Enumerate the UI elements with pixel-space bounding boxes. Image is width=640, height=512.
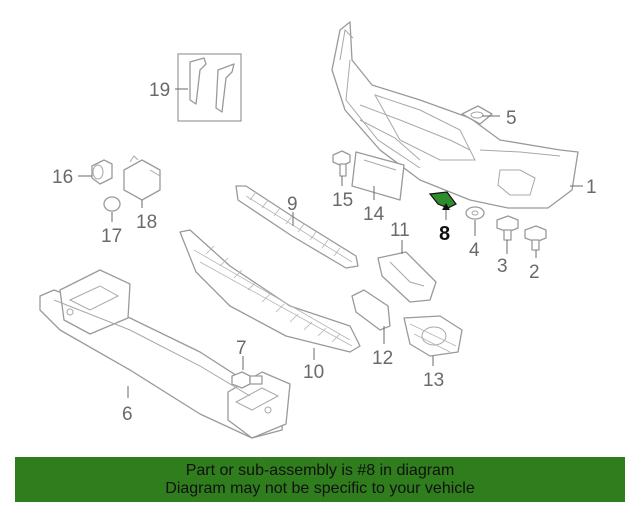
callout-18: 18 — [136, 212, 157, 233]
part-10-lower-grille[interactable] — [179, 229, 361, 353]
callout-16: 16 — [52, 167, 73, 188]
part-19-brackets[interactable] — [177, 53, 242, 122]
callout-19: 19 — [149, 80, 170, 101]
part-11-air-duct[interactable] — [377, 251, 437, 303]
part-5-clip[interactable] — [461, 105, 493, 125]
part-6-reinforcement-beam[interactable] — [39, 269, 291, 439]
part-2-bolt[interactable] — [524, 225, 547, 251]
callout-1: 1 — [586, 177, 597, 198]
callout-3: 3 — [497, 256, 508, 277]
callout-15: 15 — [332, 190, 353, 211]
part-9-upper-grille[interactable] — [235, 185, 359, 269]
part-14-license-bracket[interactable] — [351, 151, 405, 201]
banner-line-1: Part or sub-assembly is #8 in diagram — [185, 461, 455, 479]
part-3-bolt[interactable] — [496, 215, 519, 241]
callout-8: 8 — [439, 223, 450, 245]
callout-9: 9 — [287, 194, 298, 215]
callout-14: 14 — [363, 204, 385, 225]
info-banner: Part or sub-assembly is #8 in diagram Di… — [15, 457, 625, 502]
callout-4: 4 — [469, 240, 480, 261]
part-1-bumper-cover[interactable] — [331, 21, 579, 209]
callout-5: 5 — [506, 108, 517, 129]
part-16-sensor[interactable] — [91, 159, 113, 185]
parts-diagram: 1 2 3 4 5 6 7 8 9 10 11 12 13 14 15 16 1… — [39, 21, 597, 439]
callout-2: 2 — [529, 262, 540, 283]
callout-7: 7 — [236, 338, 247, 359]
part-18-sensor-holder[interactable] — [123, 155, 161, 201]
part-15-bolt[interactable] — [332, 150, 351, 177]
part-4-washer[interactable] — [465, 206, 485, 220]
leader-lines — [78, 88, 583, 398]
callout-12: 12 — [372, 348, 393, 369]
callout-11: 11 — [390, 220, 410, 241]
part-12-bracket[interactable] — [351, 289, 391, 331]
banner-line-2: Diagram may not be specific to your vehi… — [165, 479, 475, 497]
callout-17: 17 — [101, 226, 122, 247]
callout-labels: 1 2 3 4 5 6 7 8 9 10 11 12 13 14 15 16 1… — [52, 80, 597, 425]
callout-10: 10 — [303, 362, 324, 383]
part-7-bolt[interactable] — [231, 371, 263, 389]
part-17-grommet[interactable] — [103, 196, 121, 212]
callout-6: 6 — [122, 404, 133, 425]
part-13-fog-bezel[interactable] — [403, 315, 463, 357]
part-8-trim-cover[interactable] — [428, 191, 457, 209]
callout-13: 13 — [423, 370, 444, 391]
